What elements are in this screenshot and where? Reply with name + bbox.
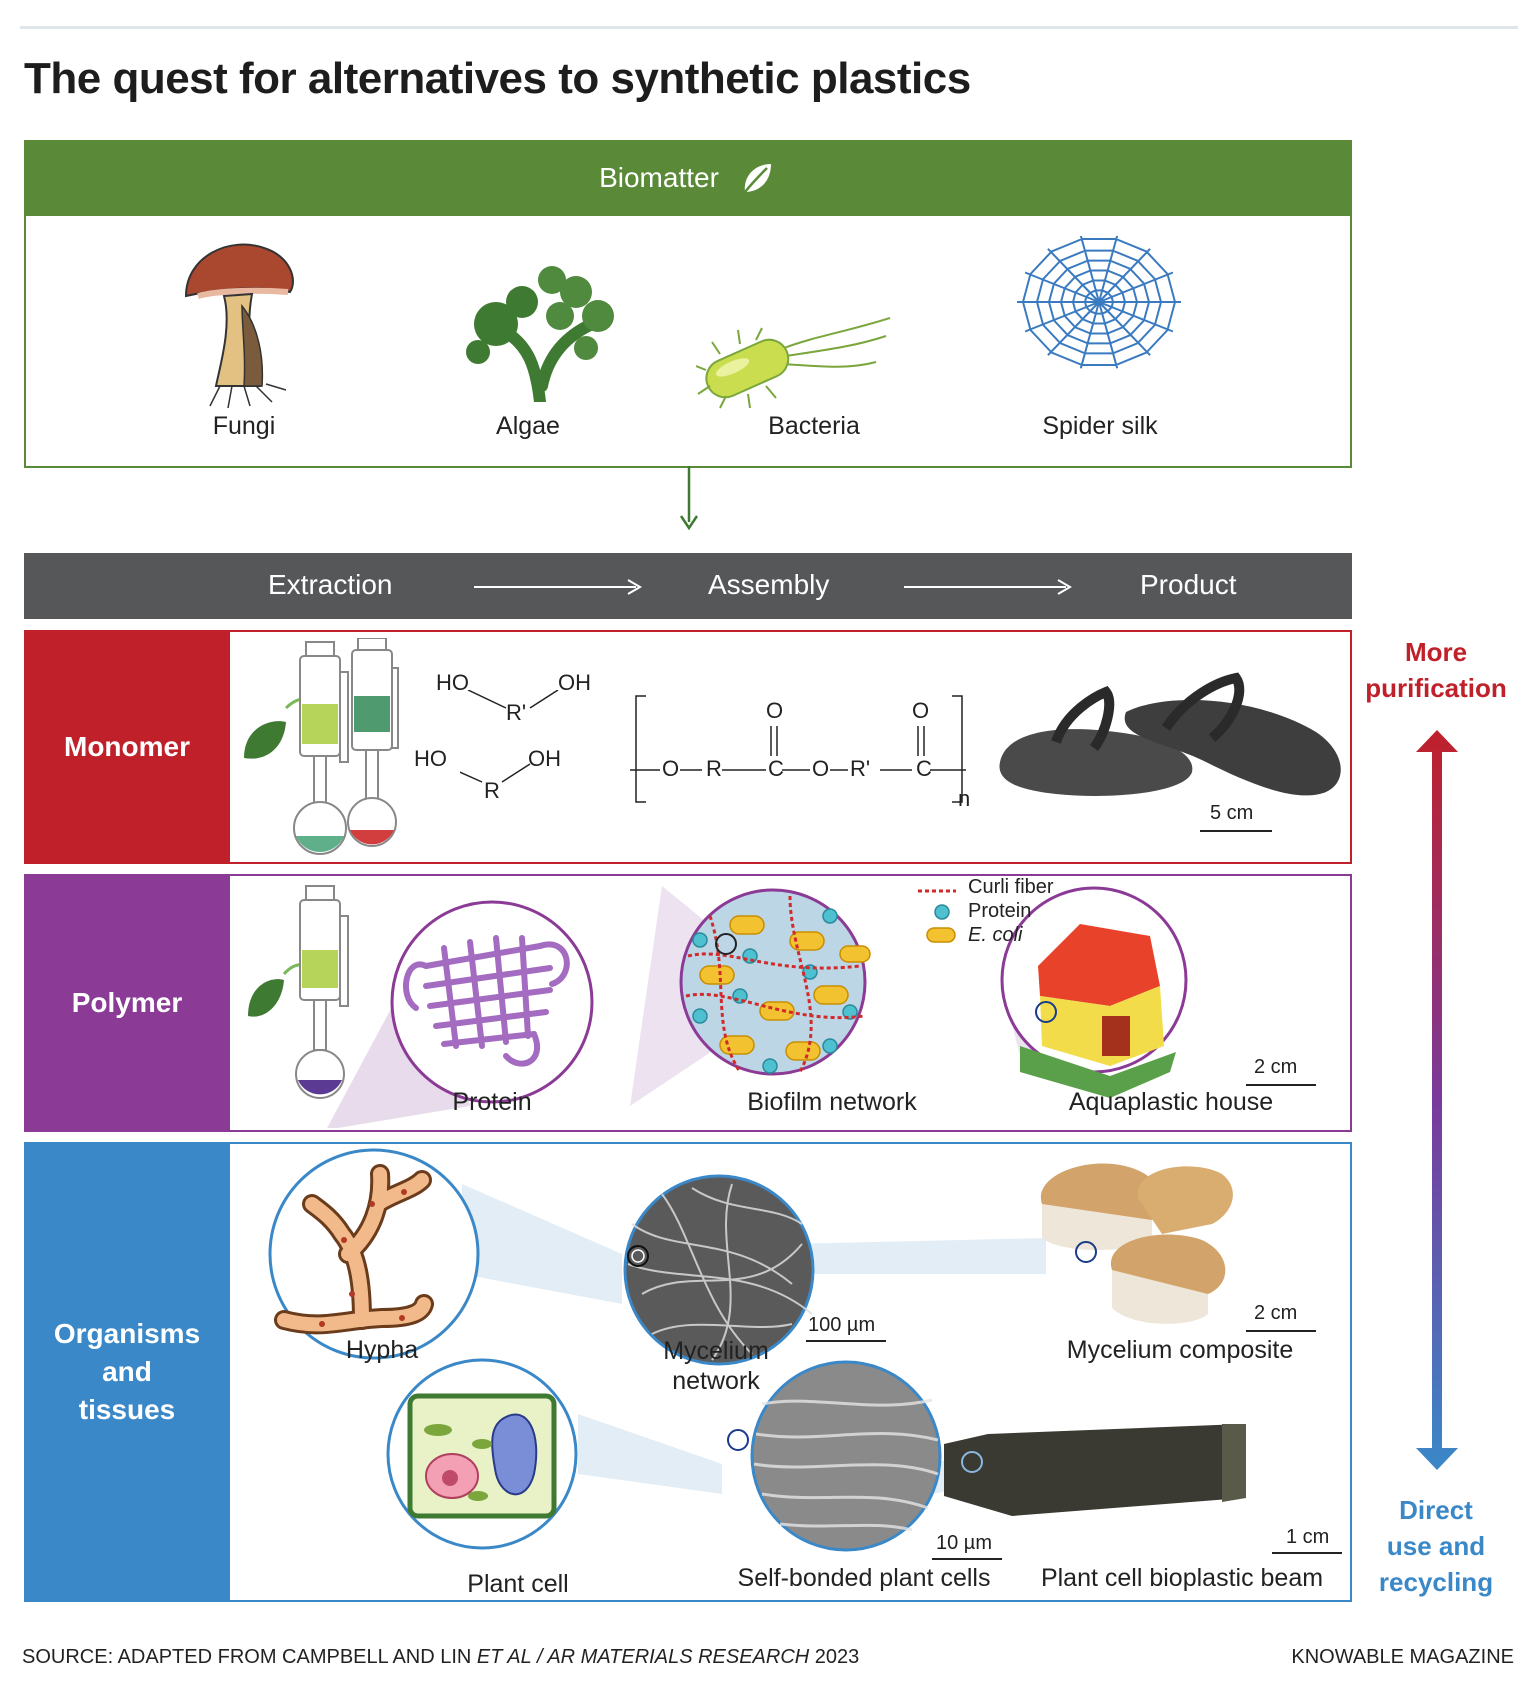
organism-label-algae: Algae [496,412,560,440]
legend-ecoli-swatch [926,927,956,943]
chem-poly-c2: C [916,756,932,781]
arrow-right-icon [474,579,642,595]
chem-poly-n: n [958,786,971,811]
scale-label-composite: 2 cm [1254,1302,1298,1324]
scale-label-mycelium: 100 µm [808,1314,876,1336]
chem-poly-r-prime: R' [850,756,871,781]
scale-bar-monomer [1200,830,1272,832]
organisms-diagram [268,1148,1246,1552]
polymer-label: Polymer [24,874,230,1132]
caption-mycelium-composite: Mycelium composite [1066,1336,1294,1364]
organisms-label-line-1: Organisms [53,1318,201,1349]
scale-bar-polymer [1246,1084,1316,1086]
axis-bottom-line-3: recycling [1378,1567,1494,1597]
step-extraction: Extraction [268,569,393,600]
axis-top-label: More purification [1346,634,1526,706]
polyester-structure [630,695,966,803]
spider-web-illustration [1017,236,1181,369]
organism-label-bacteria: Bacteria [768,412,860,440]
page-title: The quest for alternatives to synthetic … [24,54,971,103]
organism-label-fungi: Fungi [212,412,276,440]
caption-plant-cell: Plant cell [467,1570,569,1598]
spider-web-strands [1017,236,1181,369]
monomer-label: Monomer [24,630,230,864]
purification-gradient-arrow [1416,730,1458,1470]
source-credit-b: ET AL / AR MATERIALS RESEARCH [476,1646,810,1668]
chem-poly-o2: O [812,756,830,781]
scale-bar-beam [1272,1552,1342,1554]
chem-oh-1: OH [558,670,591,695]
legend-protein: Protein [968,900,1032,922]
chem-ho-1: HO [436,670,469,695]
step-product: Product [1140,569,1237,600]
source-credit-a: SOURCE: ADAPTED FROM CAMPBELL AND LIN [22,1646,477,1668]
organisms-label: Organisms and tissues [24,1142,230,1602]
caption-biofilm-network: Biofilm network [747,1088,917,1116]
scale-label-polymer: 2 cm [1254,1056,1298,1078]
step-assembly: Assembly [708,569,830,600]
scale-label-beam: 1 cm [1286,1526,1330,1548]
chem-poly-o1: O [662,756,680,781]
down-arrow [679,466,699,530]
axis-bottom-line-1: Direct [1399,1495,1473,1525]
axis-bottom-label: Direct use and recycling [1346,1492,1526,1600]
organisms-label-line-2: and [102,1356,152,1387]
axis-bottom-line-2: use and [1386,1531,1486,1561]
chem-poly-r: R [706,756,722,781]
caption-hypha: Hypha [345,1336,419,1364]
caption-self-bonded-plant-cells: Self-bonded plant cells [737,1564,991,1592]
caption-mycelium-network-line-1: Mycelium [663,1337,769,1365]
legend-curli-fiber: Curli fiber [968,876,1054,898]
scale-label-monomer: 5 cm [1210,802,1254,824]
axis-top-line-2: purification [1365,673,1507,703]
scale-label-self-bonded: 10 µm [936,1532,992,1554]
axis-top-line-1: More [1404,637,1468,667]
chem-oh-2: OH [528,746,561,771]
caption-plant-cell-bioplastic-beam: Plant cell bioplastic beam [1040,1564,1324,1592]
source-credit: SOURCE: ADAPTED FROM CAMPBELL AND LIN ET… [22,1646,859,1669]
polymer-diagram [248,885,1188,1128]
arrow-right-icon [904,579,1072,595]
organisms-label-line-3: tissues [78,1394,176,1425]
biomatter-header: Biomatter [24,140,1352,216]
organism-label-spider-silk: Spider silk [1042,412,1158,440]
scale-bar-self-bonded [932,1558,1002,1560]
legend-curli-fiber-swatch [918,889,956,893]
biomatter-heading: Biomatter [599,162,719,193]
caption-aquaplastic-house: Aquaplastic house [1068,1088,1274,1116]
legend-ecoli: E. coli [968,924,1023,946]
caption-mycelium-network-line-2: network [672,1367,760,1395]
top-rule [20,26,1518,29]
bacteria-illustration [696,317,891,409]
caption-mycelium-network: Mycelium network [636,1336,796,1396]
chem-poly-o-top2: O [912,698,930,723]
chem-poly-o-top1: O [766,698,784,723]
chem-r-2: R [484,778,500,803]
caption-protein: Protein [452,1088,532,1116]
flip-flops-photo [999,672,1341,796]
chem-r-prime-1: R' [506,700,527,725]
publisher-credit: KNOWABLE MAGAZINE [1291,1646,1514,1668]
diol-bonds [460,690,559,783]
process-bar: Extraction Assembly Product [24,553,1352,619]
scale-bar-composite [1246,1330,1316,1332]
scale-bar-mycelium [806,1340,886,1342]
extraction-apparatus-monomer [244,638,399,855]
source-credit-c: 2023 [809,1646,860,1668]
chem-ho-2: HO [414,746,447,771]
leaf-icon [743,164,771,193]
legend-protein-swatch [934,904,950,920]
fungi-illustration [184,243,294,409]
algae-illustration [466,266,614,402]
chem-poly-c1: C [768,756,784,781]
